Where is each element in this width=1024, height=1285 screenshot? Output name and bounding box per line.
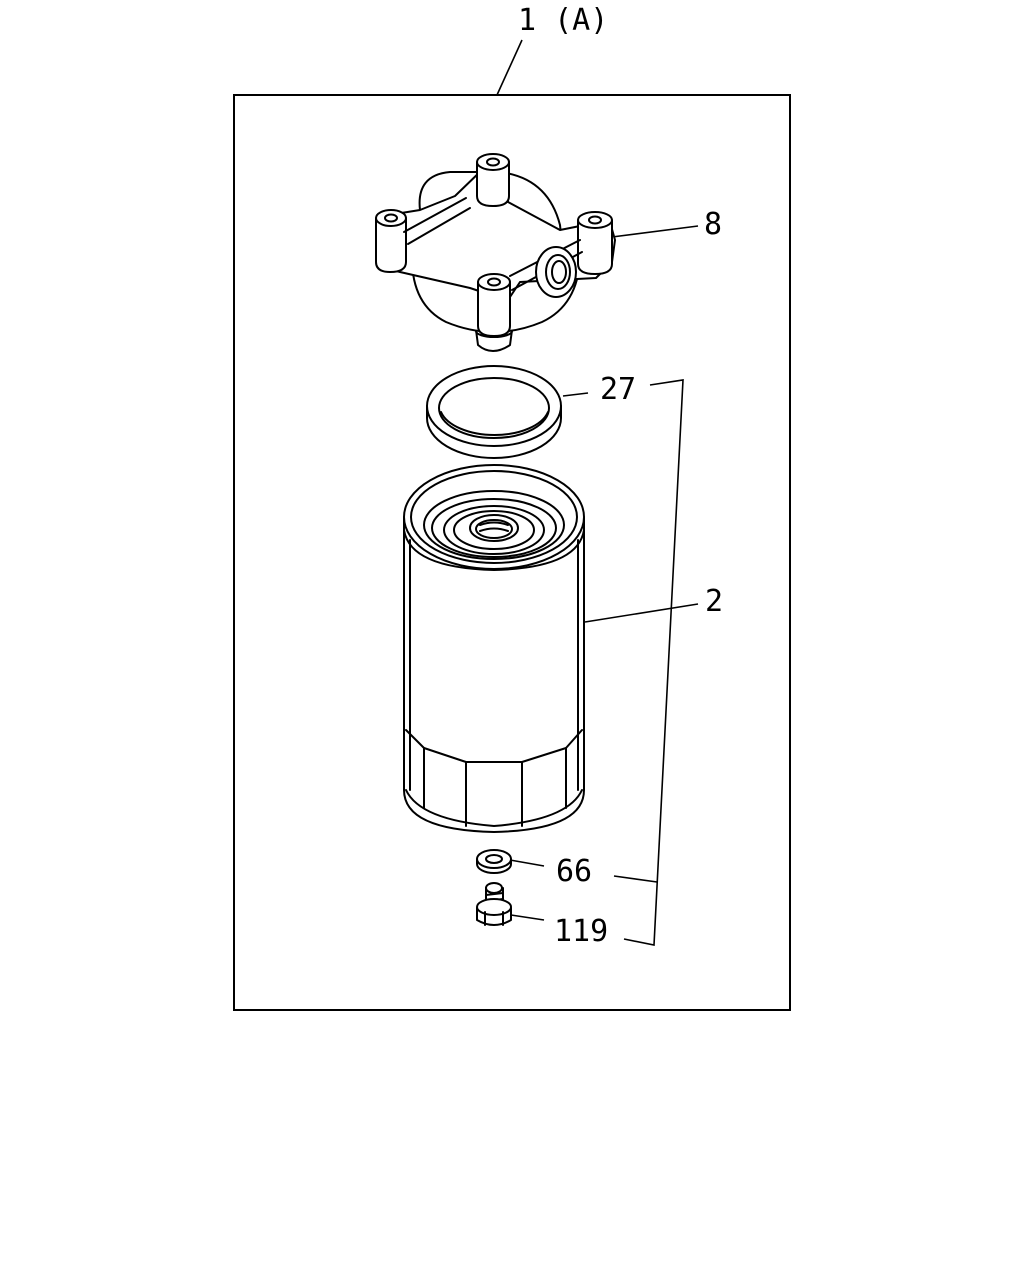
callout-washer: 66 [556,854,593,889]
drain-plug-part [476,882,512,926]
filter-head-part [375,153,616,352]
callout-head: 8 [704,207,723,242]
leader-lines [496,39,699,946]
washer-part [476,849,512,874]
callout-gasket: 27 [600,372,637,407]
callout-plug: 119 [554,914,609,949]
filter-element-part [403,464,585,833]
assembly-frame [233,94,791,1011]
callout-element: 2 [705,584,724,619]
gasket-part [426,365,562,459]
callout-assembly: 1 (A) [518,3,609,38]
